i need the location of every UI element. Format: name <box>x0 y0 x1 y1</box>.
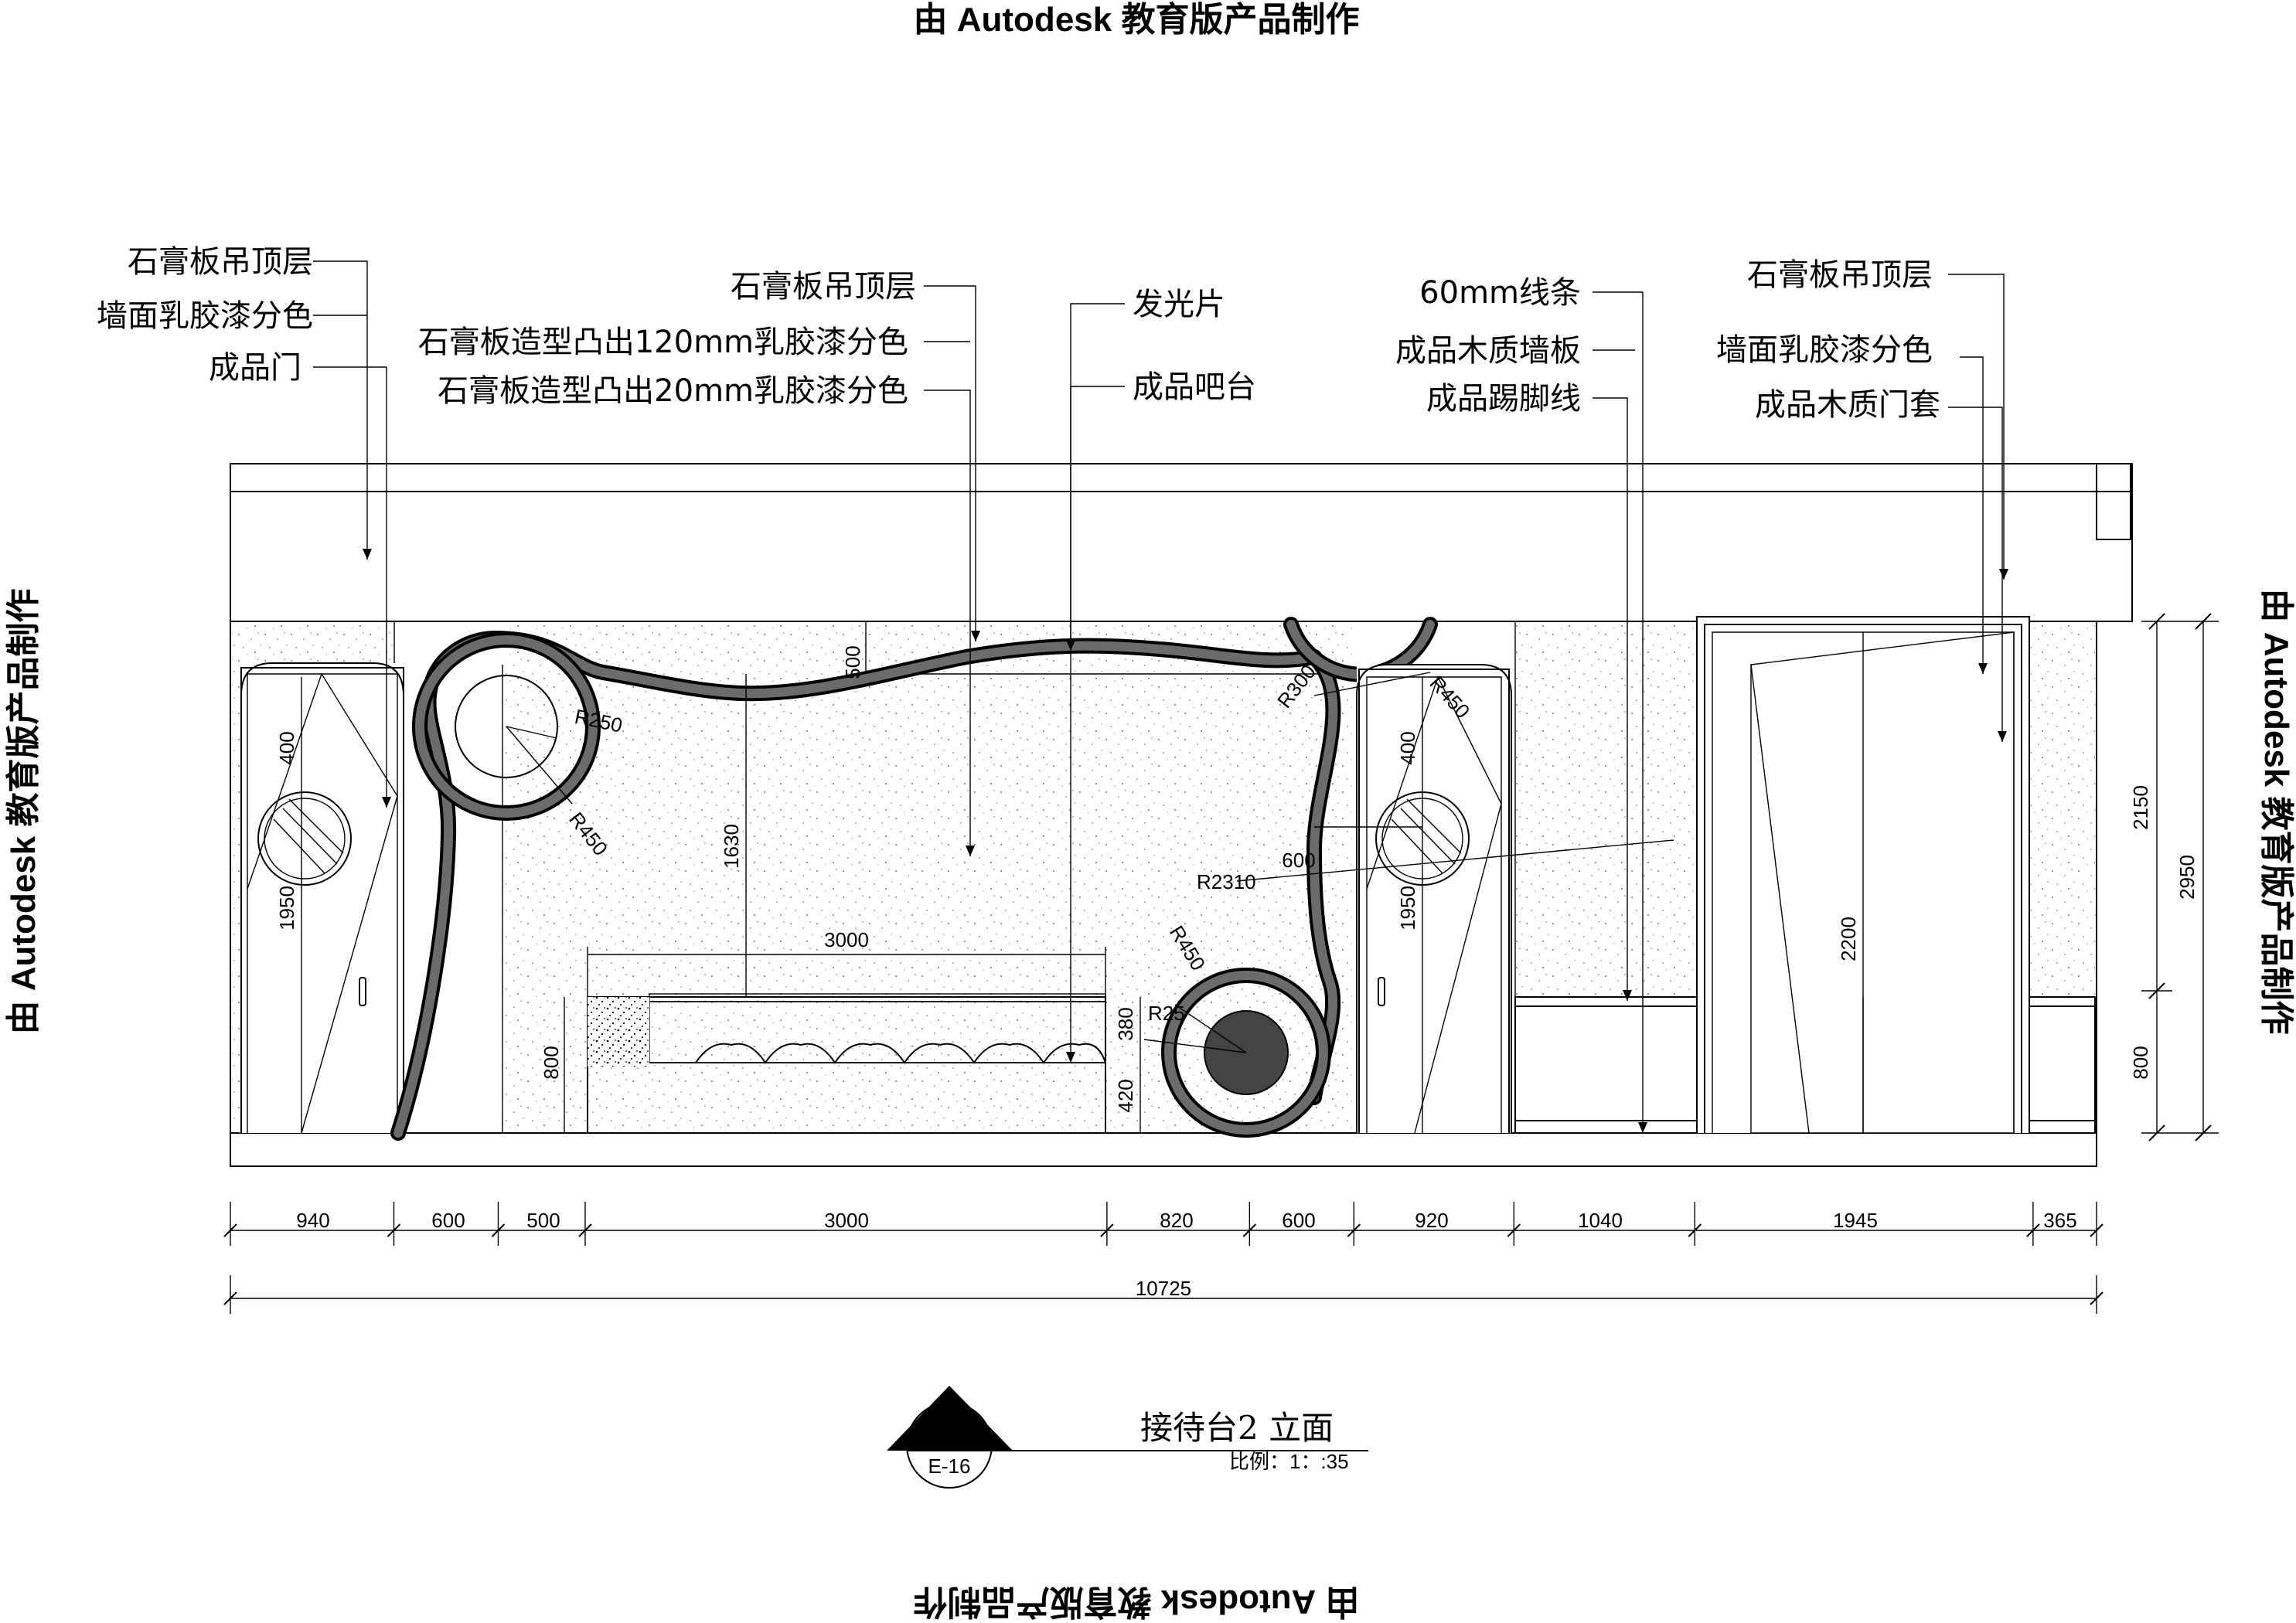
dim-600-b: 600 <box>1282 1209 1315 1232</box>
drawing-scale: 比例：1：:35 <box>1229 1450 1349 1473</box>
label-gypsum-20mm: 石膏板造型凸出20mm乳胶漆分色 <box>438 373 908 409</box>
label-gypsum-120mm: 石膏板造型凸出120mm乳胶漆分色 <box>418 325 908 360</box>
dim-3000-counter: 3000 <box>824 928 869 951</box>
dim-tick <box>2090 1223 2104 1237</box>
title-block: 2 E-16 接待台2 立面 比例：1：:35 <box>887 1386 1368 1489</box>
label-gypsum-ceiling-center: 石膏板吊顶层 <box>731 269 916 305</box>
dim-500-bottom: 500 <box>526 1209 560 1232</box>
bar-counter <box>587 993 1106 1134</box>
label-60mm-trim: 60mm线条 <box>1419 275 1581 311</box>
dim-tick <box>1100 1223 1114 1237</box>
dim-365: 365 <box>2043 1209 2076 1232</box>
dim-400-left: 400 <box>275 731 298 764</box>
dim-1950-right: 1950 <box>1396 886 1419 931</box>
total-dim-tick <box>223 1291 237 1305</box>
dim-3000-bottom: 3000 <box>824 1209 869 1232</box>
dim-tick <box>1507 1223 1521 1237</box>
material-labels: 石膏板吊顶层 墙面乳胶漆分色 成品门 石膏板吊顶层 石膏板造型凸出120mm乳胶… <box>97 244 1940 423</box>
label-finished-door: 成品门 <box>209 350 301 386</box>
dim-800-counter: 800 <box>540 1046 563 1079</box>
dim-2150: 2150 <box>2129 785 2152 830</box>
total-dim-tick <box>2090 1291 2104 1305</box>
leader-lines <box>313 260 2008 1133</box>
sheet-number: E-16 <box>928 1455 971 1478</box>
bottom-dimensions: 940 600 500 3000 820 600 920 1040 1945 3… <box>223 1202 2104 1314</box>
ceiling-layer <box>230 463 2133 622</box>
interior-annotations <box>301 621 1864 1133</box>
label-light-panel: 发光片 <box>1133 287 1225 322</box>
label-door-frame: 成品木质门套 <box>1755 387 1940 423</box>
radius-2310: R2310 <box>1197 870 1256 893</box>
label-wall-paint-left: 墙面乳胶漆分色 <box>97 298 313 334</box>
dim-380: 380 <box>1114 1007 1137 1040</box>
label-wood-wall-panel: 成品木质墙板 <box>1395 333 1581 369</box>
dim-tick <box>1688 1223 1702 1237</box>
label-wall-paint-right: 墙面乳胶漆分色 <box>1716 332 1933 368</box>
dim-tick <box>1347 1223 1361 1237</box>
label-gypsum-ceiling-left: 石膏板吊顶层 <box>128 244 313 280</box>
dim-tick <box>1242 1223 1257 1237</box>
dim-tick <box>223 1223 237 1237</box>
dim-1950-left: 1950 <box>275 886 298 931</box>
left-door <box>240 662 404 1134</box>
dim-2200: 2200 <box>1837 917 1860 961</box>
dim-420: 420 <box>1114 1079 1137 1112</box>
dim-1945: 1945 <box>1833 1209 1878 1232</box>
detail-number: 2 <box>944 1419 955 1442</box>
watermark-bottom: 由 Autodesk 教育版产品制作 <box>914 1583 1360 1621</box>
dim-800-right: 800 <box>2129 1046 2152 1079</box>
dim-1630: 1630 <box>720 824 743 869</box>
dim-tick <box>2026 1223 2040 1237</box>
dim-tick <box>387 1223 401 1237</box>
dim-tick <box>491 1223 506 1237</box>
dim-500: 500 <box>841 645 864 679</box>
dim-2950: 2950 <box>2175 855 2199 900</box>
dim-600-interior: 600 <box>1282 849 1315 872</box>
dim-400-right: 400 <box>1396 731 1419 764</box>
dim-1040: 1040 <box>1578 1209 1623 1232</box>
radius-25: R25 <box>1148 1002 1185 1025</box>
watermark-top: 由 Autodesk 教育版产品制作 <box>914 1 1360 39</box>
dim-600-a: 600 <box>431 1209 465 1232</box>
drawing-title: 接待台2 立面 <box>1140 1409 1334 1447</box>
label-skirting: 成品踢脚线 <box>1426 381 1581 417</box>
curved-ribbon <box>390 617 1438 1141</box>
watermark-left: 由 Autodesk 教育版产品制作 <box>5 589 43 1035</box>
watermark-right: 由 Autodesk 教育版产品制作 <box>2257 589 2295 1035</box>
dim-tick <box>578 1223 592 1237</box>
label-gypsum-ceiling-right: 石膏板吊顶层 <box>1747 257 1933 293</box>
label-bar-counter: 成品吧台 <box>1133 369 1256 405</box>
right-dimensions: 2150 2950 800 <box>2129 613 2219 1142</box>
dim-total-10725: 10725 <box>1136 1277 1191 1300</box>
dim-820: 820 <box>1160 1209 1193 1232</box>
dim-940: 940 <box>296 1209 329 1232</box>
right-door <box>1356 664 1512 1134</box>
dim-920: 920 <box>1415 1209 1448 1232</box>
